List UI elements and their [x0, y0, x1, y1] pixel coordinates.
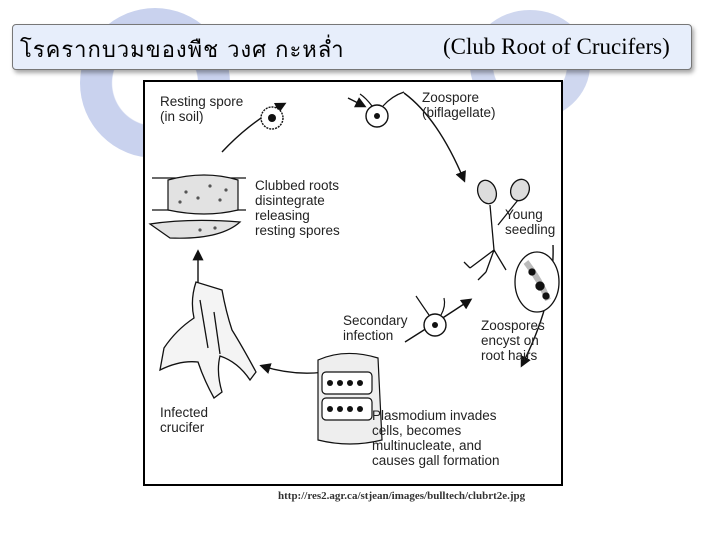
- label-secondary-infection: Secondary infection: [343, 313, 408, 343]
- resting-spore-icon: [260, 106, 284, 130]
- clubbed-roots-icon: [148, 174, 246, 239]
- slide-title-thai: โรครากบวมของพืช วงศ กะหล่ำ: [20, 38, 345, 63]
- label-resting-spore: Resting spore (in soil): [160, 94, 244, 124]
- plasmodium-cells-icon: [317, 352, 383, 445]
- label-young-seedling: Young seedling: [505, 207, 556, 237]
- infected-crucifer-icon: [159, 281, 257, 399]
- label-zoospore: Zoospore (biflagellate): [422, 90, 496, 120]
- label-infected-crucifer: Infected crucifer: [160, 405, 209, 435]
- label-plasmodium: Plasmodium invades cells, becomes multin…: [372, 408, 500, 468]
- zoospore-icon: [359, 91, 405, 128]
- label-zoospores-encyst: Zoospores encyst on root hairs: [481, 318, 545, 363]
- slide-title-english: (Club Root of Crucifers): [443, 34, 670, 59]
- young-seedling-icon: [463, 178, 531, 281]
- label-clubbed-roots: Clubbed roots disintegrate releasing res…: [255, 178, 340, 238]
- source-credit-link[interactable]: http://res2.agr.ca/stjean/images/bulltec…: [278, 490, 526, 502]
- root-hair-detail-icon: [514, 251, 560, 313]
- title-bar: [12, 24, 692, 70]
- secondary-zoospore-icon: [415, 295, 447, 337]
